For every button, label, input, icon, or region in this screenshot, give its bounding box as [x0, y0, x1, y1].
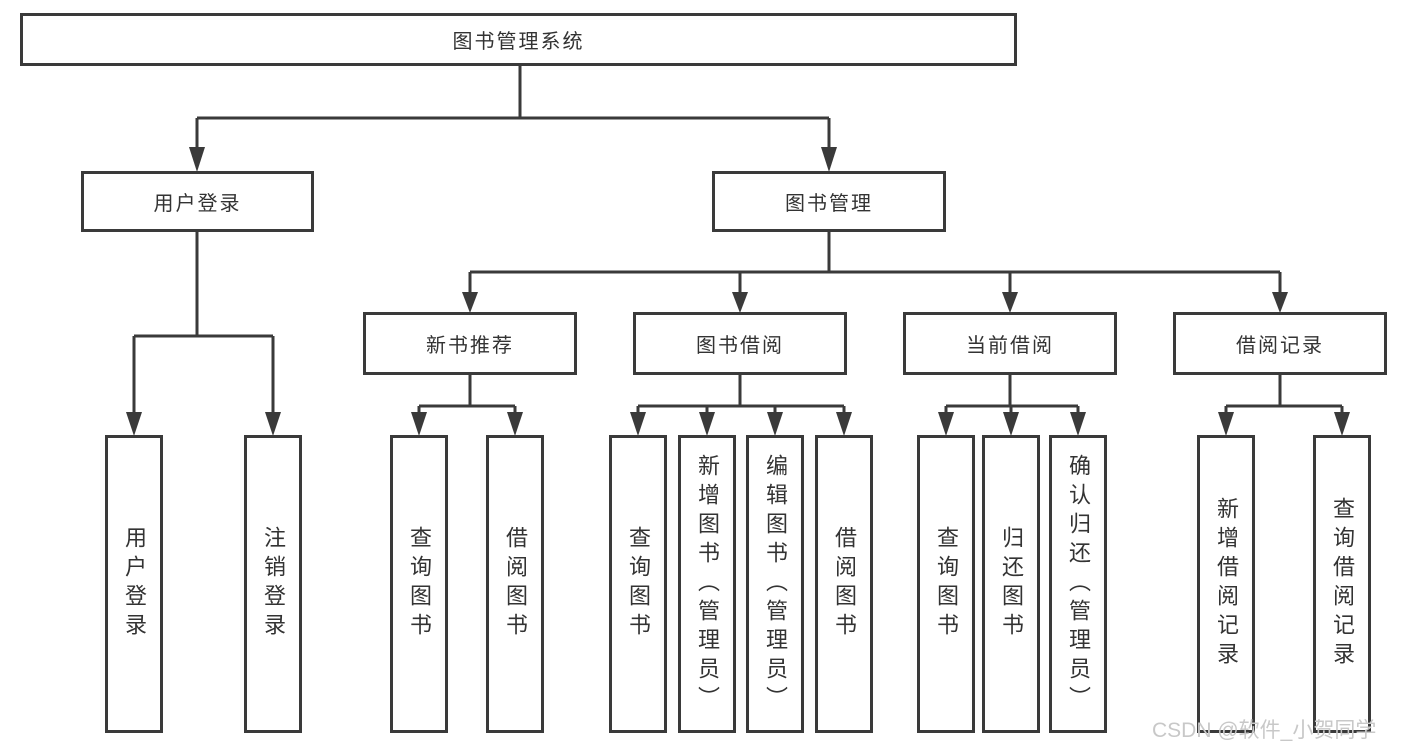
- leaf-return-books: 归还图书: [982, 435, 1040, 733]
- leaf-query-books-recommend: 查询图书: [390, 435, 448, 733]
- node-label: 图书借阅: [696, 335, 784, 357]
- node-label: 用户登录: [153, 193, 242, 215]
- node-current-borrow: 当前借阅: [903, 312, 1117, 375]
- node-label: 当前借阅: [966, 335, 1054, 357]
- leaf-label: 新增图书（管理员）: [695, 453, 720, 715]
- node-label: 新书推荐: [426, 335, 514, 357]
- leaf-label: 用户登录: [122, 526, 147, 642]
- leaf-label: 查询图书: [934, 526, 959, 642]
- leaf-query-books-current: 查询图书: [917, 435, 975, 733]
- arrowhead-icons: [126, 147, 1350, 436]
- node-borrow-record: 借阅记录: [1173, 312, 1387, 375]
- leaf-label: 查询图书: [626, 526, 651, 642]
- node-label: 图书管理: [785, 193, 873, 215]
- leaf-label: 编辑图书（管理员）: [763, 453, 788, 715]
- leaf-borrow-books-recommend: 借阅图书: [486, 435, 544, 733]
- node-user-login: 用户登录: [81, 171, 314, 232]
- leaf-add-books-admin: 新增图书（管理员）: [678, 435, 736, 733]
- leaf-confirm-return-admin: 确认归还（管理员）: [1049, 435, 1107, 733]
- leaf-query-books-borrow: 查询图书: [609, 435, 667, 733]
- leaf-add-borrow-record: 新增借阅记录: [1197, 435, 1255, 733]
- leaf-label: 借阅图书: [503, 526, 528, 642]
- leaf-label: 借阅图书: [832, 526, 857, 642]
- leaf-label: 归还图书: [999, 526, 1024, 642]
- node-book-borrow: 图书借阅: [633, 312, 847, 375]
- node-new-book-recommend: 新书推荐: [363, 312, 577, 375]
- leaf-logout: 注销登录: [244, 435, 302, 733]
- leaf-label: 注销登录: [261, 526, 286, 642]
- leaf-label: 查询图书: [407, 526, 432, 642]
- leaf-borrow-books: 借阅图书: [815, 435, 873, 733]
- leaf-label: 新增借阅记录: [1214, 497, 1239, 671]
- leaf-label: 确认归还（管理员）: [1066, 453, 1091, 715]
- leaf-edit-books-admin: 编辑图书（管理员）: [746, 435, 804, 733]
- node-label: 借阅记录: [1236, 335, 1324, 357]
- leaf-query-borrow-record: 查询借阅记录: [1313, 435, 1371, 733]
- node-root-library-system: 图书管理系统: [20, 13, 1017, 66]
- node-label: 图书管理系统: [452, 31, 585, 53]
- leaf-user-login: 用户登录: [105, 435, 163, 733]
- leaf-label: 查询借阅记录: [1330, 497, 1355, 671]
- node-book-management: 图书管理: [712, 171, 946, 232]
